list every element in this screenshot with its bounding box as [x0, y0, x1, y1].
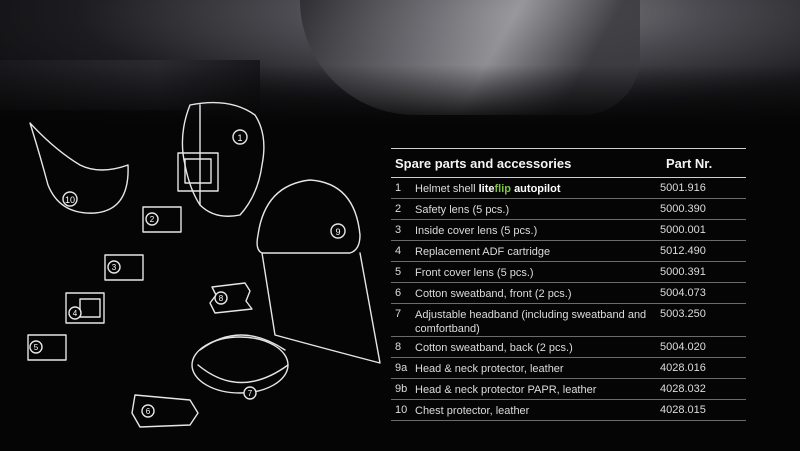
table-row: 4 Replacement ADF cartridge 5012.490 [391, 241, 746, 262]
row-number: 4 [395, 245, 402, 257]
row-number: 10 [395, 404, 408, 416]
part-chest-protector: 10 [29, 122, 129, 214]
table-header: Spare parts and accessories Part Nr. [391, 149, 746, 178]
row-description: Helmet shell liteflip autopilot [415, 178, 660, 196]
row-number: 8 [395, 341, 402, 353]
row-part-number: 5012.490 [660, 245, 706, 257]
callout-3: 3 [112, 263, 117, 272]
row-number: 2 [395, 203, 402, 215]
part-safety-lens: 2 [142, 206, 182, 233]
part-number-header: Part Nr. [666, 155, 713, 171]
table-row: 8 Cotton sweatband, back (2 pcs.) 5004.020 [391, 337, 746, 358]
row-description: Inside cover lens (5 pcs.) [415, 225, 538, 237]
photo-fade [0, 65, 800, 125]
row-description: Safety lens (5 pcs.) [415, 204, 510, 216]
row-part-number: 5004.073 [660, 287, 706, 299]
table-row: 9a Head & neck protector, leather 4028.016 [391, 358, 746, 379]
table-row: 6 Cotton sweatband, front (2 pcs.) 5004.07… [391, 283, 746, 304]
table-row: 9b Head & neck protector PAPR, leather 402… [391, 379, 746, 400]
callout-8: 8 [219, 294, 224, 303]
row-description-text: Helmet shell [415, 183, 476, 195]
row-description: Cotton sweatband, front (2 pcs.) [415, 288, 572, 300]
spare-parts-table: Spare parts and accessories Part Nr. 1 H… [391, 148, 746, 421]
table-row: 2 Safety lens (5 pcs.) 5000.390 [391, 199, 746, 220]
row-part-number: 5000.391 [660, 266, 706, 278]
row-part-number: 5001.916 [660, 182, 706, 194]
table-row: 3 Inside cover lens (5 pcs.) 5000.001 [391, 220, 746, 241]
table-title: Spare parts and accessories [395, 155, 572, 171]
part-front-cover-lens: 5 [27, 334, 67, 361]
part-sweatband-front: 6 [131, 394, 199, 428]
row-number: 6 [395, 287, 402, 299]
row-description: Head & neck protector PAPR, leather [415, 384, 597, 396]
row-part-number: 5000.001 [660, 224, 706, 236]
row-part-number: 4028.015 [660, 404, 706, 416]
table-row: 7 Adjustable headband (including sweatban… [391, 304, 746, 337]
row-number: 9b [395, 383, 408, 395]
row-part-number: 4028.016 [660, 362, 706, 374]
row-number: 1 [395, 182, 402, 194]
callout-2: 2 [150, 215, 155, 224]
callout-7: 7 [248, 389, 253, 398]
row-part-number: 4028.032 [660, 383, 706, 395]
callout-4: 4 [73, 309, 78, 318]
row-number: 3 [395, 224, 402, 236]
callout-9: 9 [335, 227, 340, 237]
part-inside-cover-lens: 3 [104, 254, 144, 281]
part-adf-cartridge: 4 [65, 292, 105, 324]
row-part-number: 5000.390 [660, 203, 706, 215]
row-description: Cotton sweatband, back (2 pcs.) [415, 342, 573, 354]
row-description: Front cover lens (5 pcs.) [415, 267, 534, 279]
callout-10: 10 [65, 195, 75, 205]
row-description: Head & neck protector, leather [415, 363, 564, 375]
row-number: 5 [395, 266, 402, 278]
row-description: Chest protector, leather [415, 405, 530, 417]
part-helmet-shell: 1 [177, 101, 265, 217]
brand-lite: lite [478, 183, 495, 195]
table-row: 5 Front cover lens (5 pcs.) 5000.391 [391, 262, 746, 283]
row-number: 7 [395, 308, 402, 320]
row-part-number: 5003.250 [660, 308, 706, 320]
row-description: Replacement ADF cartridge [415, 246, 551, 258]
exploded-parts-drawing: 10 1 2 3 4 [0, 95, 390, 451]
table-row: 10 Chest protector, leather 4028.015 [391, 400, 746, 421]
row-number: 9a [395, 362, 408, 374]
brand-flip: flip [494, 183, 512, 195]
callout-6: 6 [146, 407, 151, 416]
header-photo [0, 0, 800, 125]
callout-5: 5 [34, 343, 39, 352]
callout-1: 1 [237, 133, 242, 143]
row-description: Adjustable headband (including sweatband… [415, 309, 647, 335]
part-head-neck-protector: 9 [256, 179, 381, 364]
brand-autopilot: autopilot [514, 183, 561, 195]
table-row: 1 Helmet shell liteflip autopilot 5001.9… [391, 178, 746, 199]
part-headband: 7 [191, 334, 289, 400]
row-part-number: 5004.020 [660, 341, 706, 353]
part-sweatband-back: 8 [209, 282, 253, 314]
